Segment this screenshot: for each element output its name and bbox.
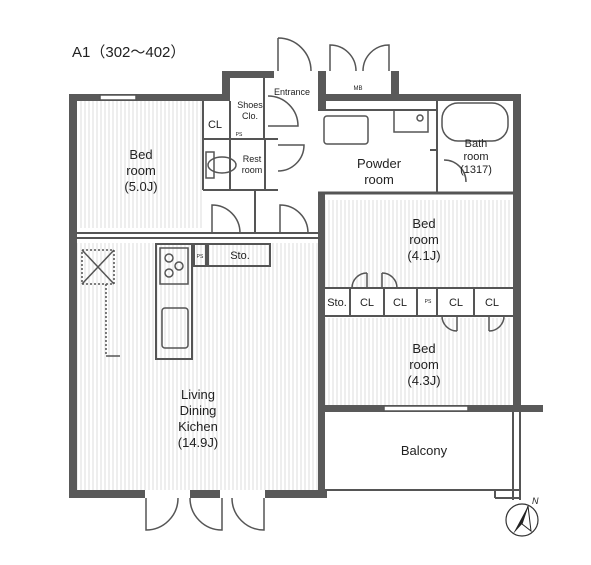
bed3-size: (4.3J) [407, 373, 440, 388]
cl-2: CL [393, 297, 407, 309]
toilet [207, 156, 237, 174]
wall-top-left [69, 94, 229, 101]
cl-3: CL [449, 297, 463, 309]
vent-box [81, 249, 115, 285]
bed3-name: Bed [412, 341, 435, 356]
bath-size: (1317) [460, 164, 492, 176]
rest-line1: Rest [243, 154, 262, 164]
shoes-line2: Clo. [242, 111, 258, 121]
wall-living-bedrooms [318, 193, 325, 498]
kitchen-counter [155, 243, 193, 360]
washer [393, 109, 429, 133]
bed1-floor [78, 101, 204, 228]
living-floor [76, 243, 320, 490]
entrance-label: Entrance [274, 87, 310, 97]
sto-kitchen: Sto. [230, 250, 250, 262]
living-size: (14.9J) [178, 435, 218, 450]
floor-areas [76, 101, 511, 490]
kitchen-sink [161, 307, 189, 349]
wall-top-right [318, 94, 521, 101]
bed1-name2: room [126, 163, 156, 178]
living-line2: Dining [180, 403, 217, 418]
bath-line1: Bath [465, 138, 488, 150]
bed2-floor [325, 200, 511, 288]
wall-right [513, 94, 521, 406]
bed3-floor [325, 318, 511, 406]
stove [159, 247, 189, 285]
wall-bottom-left [69, 490, 145, 498]
bathtub [441, 102, 509, 142]
ps-mark-1: PS [236, 132, 243, 138]
wall-entrance-right [318, 71, 326, 109]
powder-sink [323, 115, 369, 145]
wall-bottom-mid [190, 490, 220, 498]
wall-left [69, 94, 77, 498]
fixtures [81, 102, 509, 357]
north-label: N [532, 496, 539, 506]
north-arrow-icon: N [505, 496, 539, 537]
wall-entrance-left [222, 71, 230, 101]
cl-4: CL [485, 297, 499, 309]
ps-mark-3: PS [425, 299, 432, 305]
bed2-name2: room [409, 232, 439, 247]
powder-line2: room [364, 172, 394, 187]
room-labels: Bed room (5.0J) Bed room (4.1J) Bed room… [124, 86, 499, 458]
window-bed3 [383, 405, 469, 412]
wall-bottom-right [265, 490, 327, 498]
living-line1: Living [181, 387, 215, 402]
ps-mark-2: PS [197, 254, 204, 260]
living-line3: Kichen [178, 419, 218, 434]
sto-bed: Sto. [327, 297, 347, 309]
cl-bed1: CL [208, 119, 222, 131]
cl-1: CL [360, 297, 374, 309]
inner-walls [76, 78, 521, 500]
powder-line1: Powder [357, 156, 402, 171]
bed3-name2: room [409, 357, 439, 372]
rest-line2: room [242, 165, 263, 175]
bed2-size: (4.1J) [407, 248, 440, 263]
bed1-size: (5.0J) [124, 179, 157, 194]
balcony-label: Balcony [401, 443, 448, 458]
bed1-name: Bed [129, 147, 152, 162]
wall-mb-right [391, 71, 399, 101]
wall-entrance-top [222, 71, 274, 78]
doors [145, 37, 505, 531]
windows [99, 94, 469, 412]
door-entrance [277, 37, 312, 72]
plan-title: A1（302～402） [72, 44, 185, 61]
shoes-line1: Shoes [237, 100, 263, 110]
bath-line2: room [463, 151, 488, 163]
mb-mark: MB [354, 86, 363, 92]
bed2-name: Bed [412, 216, 435, 231]
window-bed1 [99, 94, 137, 101]
